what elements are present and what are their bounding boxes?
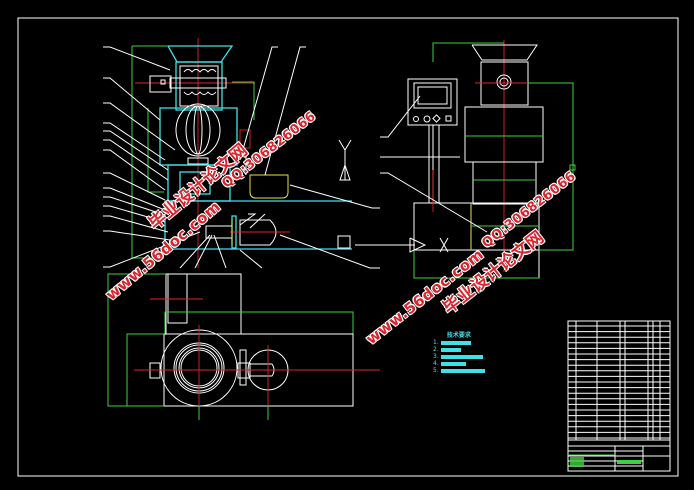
side-view xyxy=(355,40,576,279)
notes-title: 技术要求 xyxy=(446,332,471,339)
note-item: 3. xyxy=(433,353,485,360)
feeder-motor xyxy=(149,75,172,93)
technical-notes: 技术要求 1. 2. 3. 4. 5. xyxy=(433,332,485,374)
drive-motor xyxy=(239,219,277,246)
front-view xyxy=(131,38,352,268)
title-block xyxy=(567,320,671,472)
note-item: 5. xyxy=(433,367,485,374)
drawing-frame xyxy=(17,17,679,477)
leader-lines xyxy=(103,46,380,269)
note-item: 2. xyxy=(433,346,485,353)
plan-view xyxy=(107,273,380,420)
note-item: 4. xyxy=(433,360,485,367)
note-item: 1. xyxy=(433,339,485,346)
